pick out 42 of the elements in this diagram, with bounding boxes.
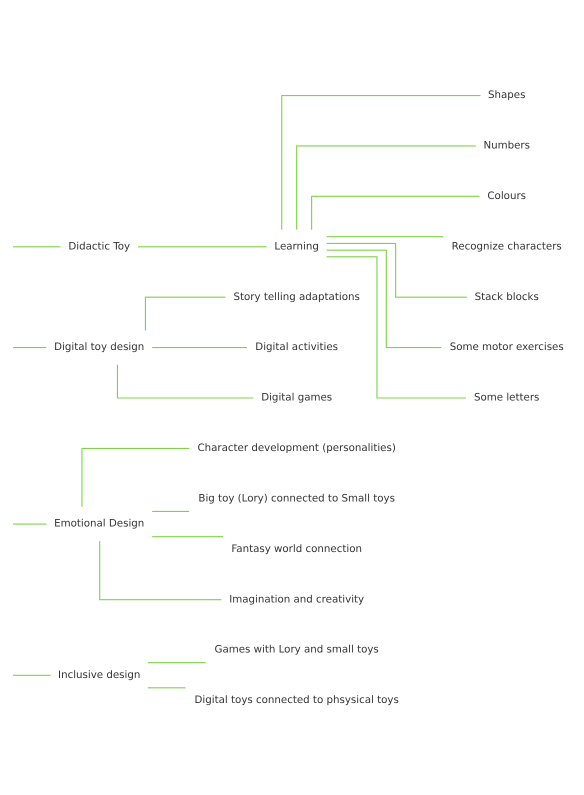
node-text: Shapes — [488, 88, 526, 101]
node-text: Character development (personalities) — [197, 442, 396, 454]
connector — [99, 540, 222, 600]
connector — [12, 346, 46, 348]
node-text: Colours — [487, 189, 526, 202]
node-text: Big toy (Lory) connected to Small toys — [198, 492, 395, 504]
connector — [326, 242, 467, 298]
connector — [326, 256, 466, 398]
connector — [152, 346, 247, 348]
connector — [152, 536, 224, 537]
connector — [12, 246, 60, 247]
connector — [152, 510, 190, 512]
connector — [138, 246, 267, 247]
node-text: Story telling adaptations — [234, 290, 360, 302]
connector — [311, 195, 480, 230]
connector — [12, 522, 46, 524]
connector — [81, 447, 190, 506]
node-text: Recognize characters — [452, 240, 562, 252]
connector — [148, 662, 206, 663]
node-text: Emotional Design — [54, 517, 144, 530]
node-text: Digital toy design — [54, 340, 144, 353]
connector — [148, 686, 186, 688]
node-text: Fantasy world connection — [231, 542, 362, 554]
connector — [144, 296, 226, 330]
connector — [116, 364, 254, 398]
connector — [296, 144, 476, 230]
node-text: Some letters — [474, 391, 540, 404]
connector — [326, 249, 442, 348]
node-text: Learning — [274, 240, 319, 252]
connector — [281, 94, 480, 230]
node-text: Numbers — [483, 139, 530, 152]
node-text: Stack blocks — [474, 290, 539, 302]
node-text: Games with Lory and small toys — [214, 643, 379, 656]
node-text: Digital activities — [255, 340, 338, 353]
connector — [326, 236, 444, 237]
node-text: Digital games — [261, 391, 332, 404]
node-text: Digital toys connected to phsysical toys — [194, 694, 399, 706]
connector — [12, 674, 51, 676]
node-text: Imagination and creativity — [229, 592, 364, 605]
node-text: Inclusive design — [58, 668, 140, 680]
node-text: Didactic Toy — [68, 240, 130, 252]
node-text: Some motor exercises — [450, 340, 564, 353]
